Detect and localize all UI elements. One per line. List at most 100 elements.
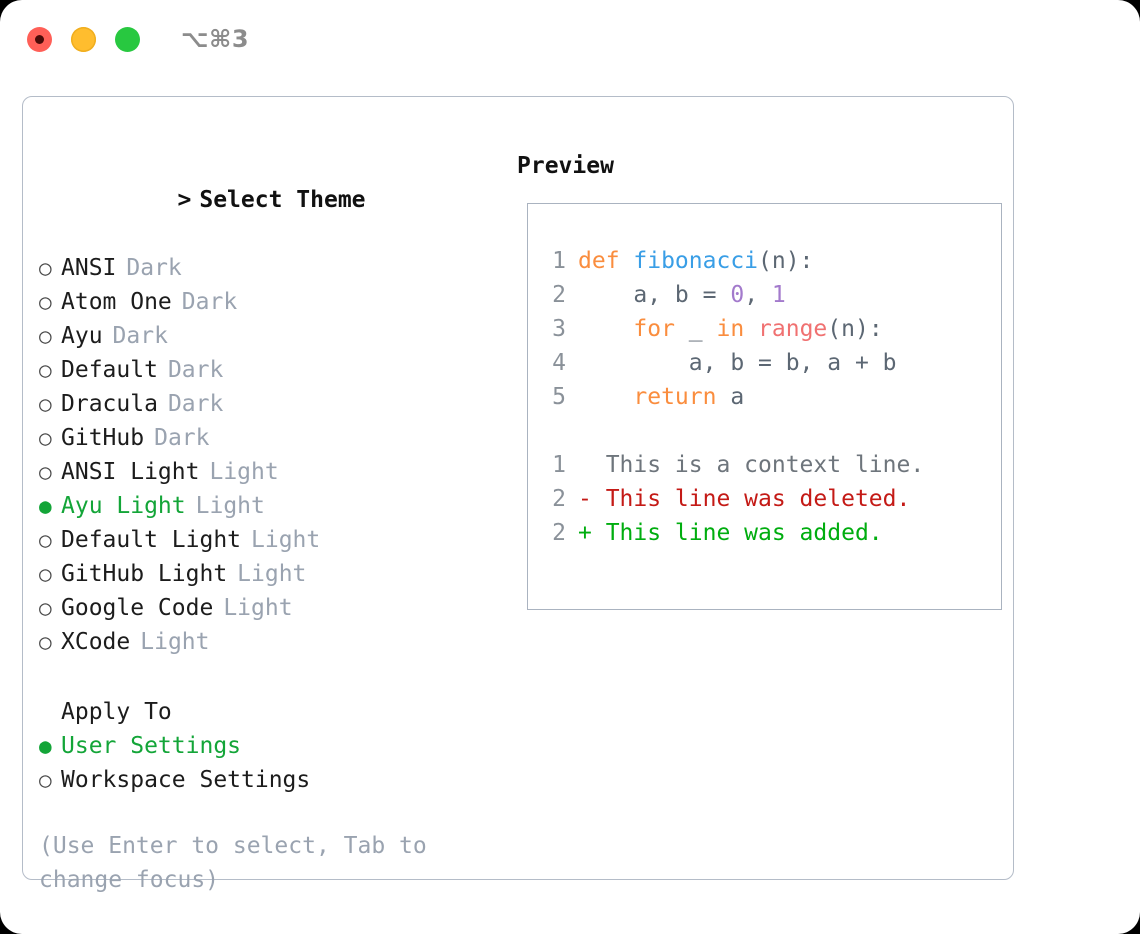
radio-unselected-icon: ○ [39, 460, 52, 484]
code-line-text: for _ in range(n): [578, 312, 883, 346]
spacer [39, 659, 503, 695]
theme-option-label: Default [61, 357, 158, 383]
keyboard-hint: (Use Enter to select, Tab to change focu… [39, 833, 441, 893]
token-kw: in [716, 316, 745, 342]
token-pun [578, 384, 633, 410]
line-number: 2 [552, 282, 566, 308]
theme-option-label: Atom One [61, 289, 172, 315]
line-number: 1 [552, 248, 566, 274]
code-line-text: a, b = 0, 1 [578, 278, 786, 312]
code-line: 4 a, b = b, a + b [528, 346, 1001, 380]
radio-unselected-icon: ○ [39, 426, 52, 450]
token-pun: a [716, 384, 745, 410]
apply-to-option-workspace-settings[interactable]: ○ Workspace Settings [39, 763, 503, 797]
radio-unselected-icon: ○ [39, 596, 52, 620]
diff-line-added: 2 + This line was added. [528, 516, 1001, 550]
code-line: 3 for _ in range(n): [528, 312, 1001, 346]
code-line-text: return a [578, 380, 744, 414]
radio-unselected-icon: ○ [39, 528, 52, 552]
radio-selected-icon: ● [39, 494, 52, 518]
token-pun: a, b = [578, 282, 731, 308]
token-pun: (n): [758, 248, 814, 274]
token-kw: return [633, 384, 717, 410]
radio-selected-icon: ● [39, 734, 52, 758]
theme-option-default[interactable]: ○ Default Dark [39, 353, 503, 387]
theme-option-label: ANSI Light [61, 459, 200, 485]
line-number: 5 [552, 384, 566, 410]
theme-option-label: Dracula [61, 391, 158, 417]
theme-option-label: ANSI [61, 255, 117, 281]
apply-to-heading-indent [39, 695, 61, 729]
line-number: 3 [552, 316, 566, 342]
theme-option-dracula[interactable]: ○ Dracula Dark [39, 387, 503, 421]
token-pun: , [744, 282, 772, 308]
radio-unselected-icon: ○ [39, 768, 52, 792]
theme-option-kind: Light [209, 459, 279, 485]
code-line-text: def fibonacci(n): [578, 244, 813, 278]
radio-unselected-icon: ○ [39, 562, 52, 586]
radio-unselected-icon: ○ [39, 358, 52, 382]
theme-option-ansi-light[interactable]: ○ ANSI Light Light [39, 455, 503, 489]
title-bar: ⌥⌘3 [0, 0, 1140, 78]
theme-option-label: Google Code [61, 595, 214, 621]
token-pun [744, 316, 758, 342]
radio-unselected-icon: ○ [39, 392, 52, 416]
theme-option-label: Ayu [61, 323, 103, 349]
theme-option-label: Default Light [61, 527, 242, 553]
apply-to-list: ●User Settings ○ Workspace Settings [39, 729, 503, 797]
code-line-text: a, b = b, a + b [578, 346, 897, 380]
keyboard-shortcut-label: ⌥⌘3 [181, 25, 250, 53]
apply-to-option-label: Workspace Settings [61, 767, 311, 793]
caret-icon: > [177, 187, 192, 213]
page-title: > Select Theme [39, 149, 503, 251]
theme-option-kind: Dark [126, 255, 182, 281]
radio-unselected-icon: ○ [39, 324, 52, 348]
apply-to-heading-text: Apply To [61, 699, 172, 725]
token-num: 1 [771, 282, 786, 308]
theme-option-label: XCode [61, 629, 131, 655]
line-number: 2 [552, 486, 566, 512]
diff-line-text: This is a context line. [578, 452, 925, 478]
theme-option-ayu-light[interactable]: ● Ayu Light Light [39, 489, 503, 523]
close-button[interactable] [27, 26, 52, 52]
radio-unselected-icon: ○ [39, 630, 52, 654]
token-kw: def [578, 248, 634, 274]
page-title-text: Select Theme [199, 187, 366, 213]
radio-unselected-icon: ○ [39, 290, 52, 314]
maximize-button[interactable] [115, 26, 140, 52]
apply-to-option-user-settings[interactable]: ●User Settings [39, 729, 503, 763]
diff-line-text: + This line was added. [578, 520, 883, 546]
preview-label: Preview [517, 153, 614, 179]
token-pun: (n): [827, 316, 883, 342]
minimize-button[interactable] [71, 26, 96, 52]
theme-option-kind: Dark [167, 357, 224, 383]
token-fn: fibonacci [633, 248, 759, 274]
close-icon [35, 34, 44, 44]
diff-sample: 1 This is a context line. 2 - This line wa… [528, 448, 1001, 550]
theme-option-kind: Light [195, 493, 265, 519]
window-controls [27, 26, 140, 52]
theme-option-kind: Dark [167, 391, 224, 417]
theme-option-google-code[interactable]: ○ Google Code Light [39, 591, 503, 625]
diff-line-context: 1 This is a context line. [528, 448, 1001, 482]
code-line: 5 return a [528, 380, 1001, 414]
line-number: 4 [552, 350, 566, 376]
theme-option-kind: Light [223, 595, 293, 621]
token-pun [578, 316, 633, 342]
theme-option-label: Ayu Light [61, 493, 186, 519]
line-number: 2 [552, 520, 566, 546]
line-number: 1 [552, 452, 566, 478]
diff-line-text: - This line was deleted. [578, 486, 911, 512]
token-pun: _ [674, 316, 717, 342]
